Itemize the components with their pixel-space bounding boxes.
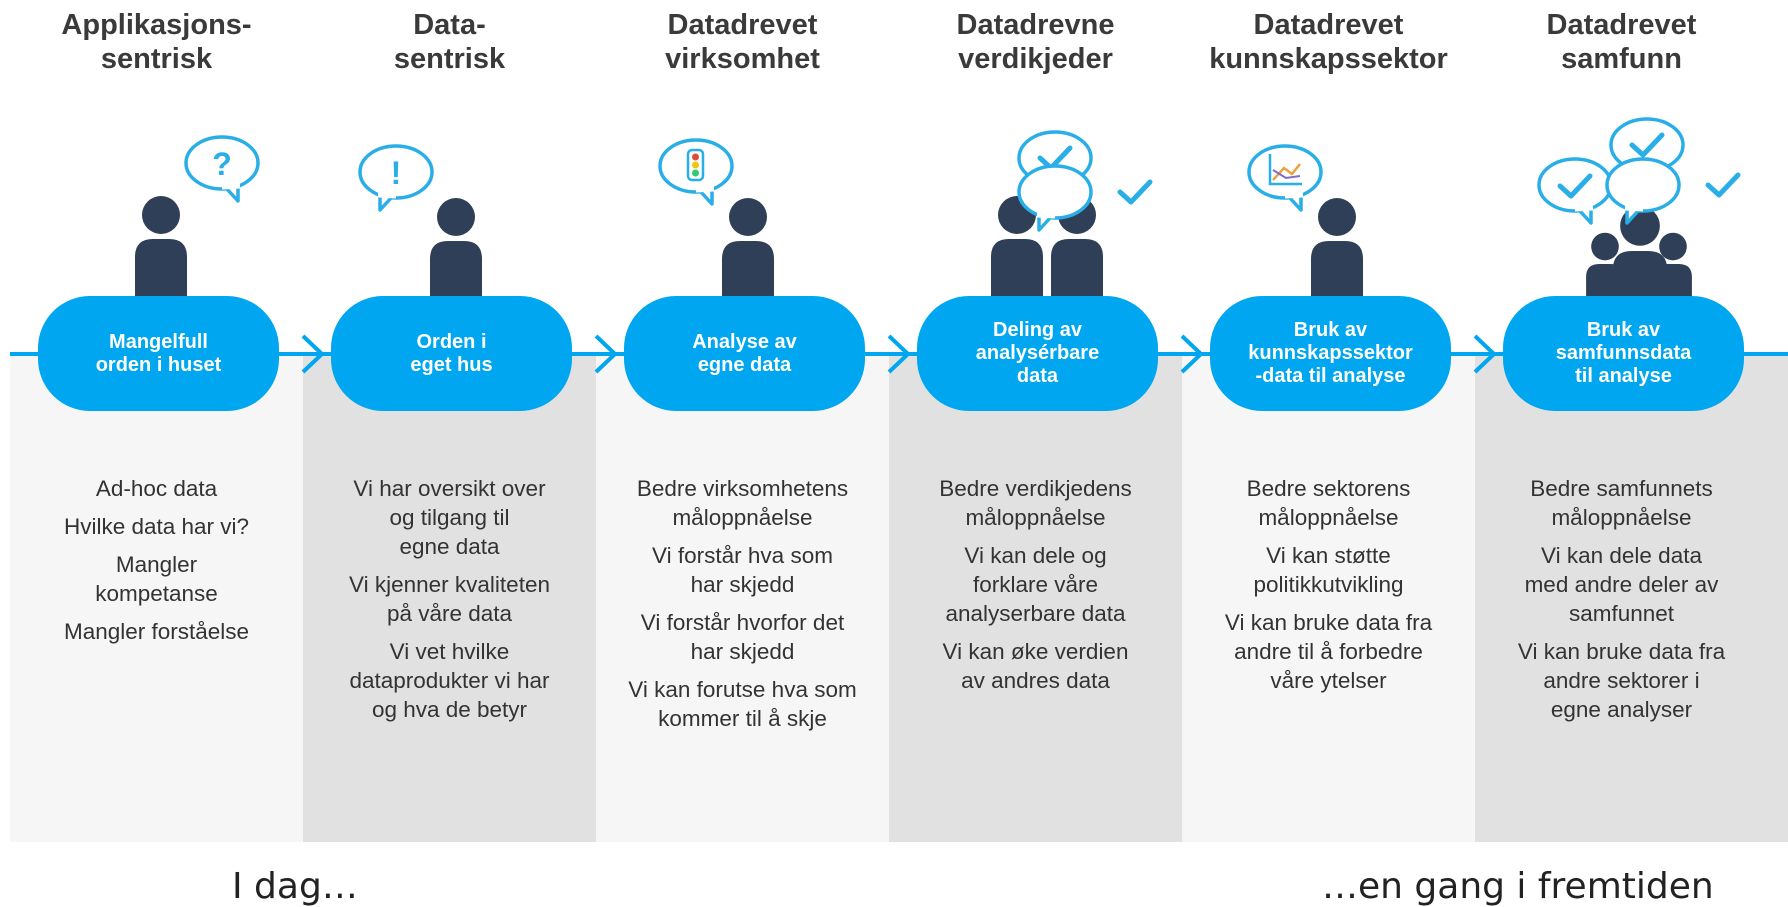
check-bubble-icon [1019, 166, 1153, 230]
stage-pill: Mangelfull orden i huset [38, 296, 279, 411]
stage-pill: Bruk av samfunnsdata til analyse [1503, 296, 1744, 411]
description-line: Bedre virksomhetens måloppnåelse [636, 476, 849, 530]
description-line: Vi kan støtte politikkutvikling [1253, 543, 1404, 597]
stage-description: Bedre virksomhetens måloppnåelse Vi fors… [596, 474, 889, 742]
stage-description: Ad-hoc data Hvilke data har vi? Mangler … [10, 474, 303, 655]
stage-band-6 [1475, 352, 1788, 842]
exclamation-bubble-icon: ! [360, 146, 432, 210]
stage-pill: Bruk av kunnskapssektor -data til analys… [1210, 296, 1451, 411]
stage-band-5 [1182, 352, 1475, 842]
stage-title-line: Datadrevet [1253, 9, 1404, 41]
stage-title-line: Applikasjons- [61, 9, 252, 41]
description-line: Bedre sektorens måloppnåelse [1246, 476, 1411, 530]
stage-title-line: Datadrevne [956, 9, 1115, 41]
stage-description: Vi har oversikt over og tilgang til egne… [303, 474, 596, 733]
description-line: Bedre samfunnets måloppnåelse [1530, 476, 1713, 530]
stage-title-line: Data- [413, 9, 486, 41]
stage-column: Data-sentrisk Orden i eget hus Vi har ov… [303, 0, 596, 842]
description-line: Vi forstår hvorfor det har skjedd [640, 610, 845, 664]
check-bubble-icon [1611, 119, 1683, 183]
stage-description: Bedre verdikjedens måloppnåelse Vi kan d… [889, 474, 1182, 704]
description-line: Vi vet hvilke dataprodukter vi har og hv… [349, 639, 550, 722]
description-line: Bedre verdikjedens måloppnåelse [939, 476, 1132, 530]
chart-bubble-icon [1249, 146, 1321, 210]
stage-pill-label: Analyse av egne data [692, 330, 797, 376]
stage-description: Bedre sektorens måloppnåelse Vi kan støt… [1182, 474, 1475, 704]
check-bubble-icon [1607, 159, 1741, 223]
stage-pill: Orden i eget hus [331, 296, 572, 411]
stage-title: Data-sentrisk [303, 8, 596, 76]
description-line: Ad-hoc data [95, 476, 218, 501]
stage-title-line: verdikjeder [958, 43, 1113, 75]
stage-title-line: sentrisk [100, 43, 213, 75]
stage-band-1 [10, 352, 303, 842]
description-line: Hvilke data har vi? [63, 514, 250, 539]
stage-title-line: samfunn [1561, 43, 1682, 75]
description-line: Mangler forståelse [63, 619, 250, 644]
stage-band-4 [889, 352, 1182, 842]
stage-pill-label: Bruk av kunnskapssektor -data til analys… [1248, 319, 1413, 387]
stage-title-line: Datadrevet [1546, 9, 1697, 41]
stage-title-line: kunnskapssektor [1209, 43, 1448, 75]
stage-pill-label: Mangelfull orden i huset [95, 330, 222, 376]
stage-band-3 [596, 352, 889, 842]
description-line: Vi kjenner kvaliteten på våre data [349, 572, 550, 626]
stage-pill-label: Deling av analysérbare data [975, 319, 1100, 387]
description-line: Vi kan forutse hva som kommer til å skje [628, 677, 857, 731]
description-line: Vi kan øke verdien av andres data [942, 639, 1129, 693]
stage-title-line: Datadrevet [667, 9, 818, 41]
stage-pill-label: Bruk av samfunnsdata til analyse [1555, 319, 1692, 387]
description-line: Vi kan dele og forklare våre analyserbar… [945, 543, 1126, 626]
stage-pill-label: Orden i eget hus [410, 330, 493, 376]
description-line: Vi kan dele data med andre deler av samf… [1524, 543, 1719, 626]
stage-title: Applikasjons-sentrisk [10, 8, 303, 76]
check-bubble-icon [1539, 159, 1611, 223]
description-line: Vi forstår hva som har skjedd [652, 543, 833, 597]
footer-future: …en gang i fremtiden [1322, 866, 1714, 907]
stage-pill: Deling av analysérbare data [917, 296, 1158, 411]
svg-text:!: ! [391, 155, 402, 191]
description-line: Vi har oversikt over og tilgang til egne… [353, 476, 546, 559]
question-bubble-icon: ? [186, 137, 258, 201]
stage-title-line: sentrisk [393, 43, 506, 75]
traffic-light-bubble-icon [660, 140, 732, 204]
stage-band-2 [303, 352, 596, 842]
svg-text:?: ? [212, 146, 232, 182]
stage-title-line: virksomhet [665, 43, 820, 75]
description-line: Mangler kompetanse [95, 552, 218, 606]
footer-today: I dag… [232, 866, 358, 907]
description-line: Vi kan bruke data fra andre til å forbed… [1224, 610, 1433, 693]
description-line: Vi kan bruke data fra andre sektorer i e… [1517, 639, 1726, 722]
stage-column: Applikasjons-sentrisk Mangelfull orden i… [10, 0, 303, 842]
stage-description: Bedre samfunnets måloppnåelse Vi kan del… [1475, 474, 1768, 733]
stage-pill: Analyse av egne data [624, 296, 865, 411]
